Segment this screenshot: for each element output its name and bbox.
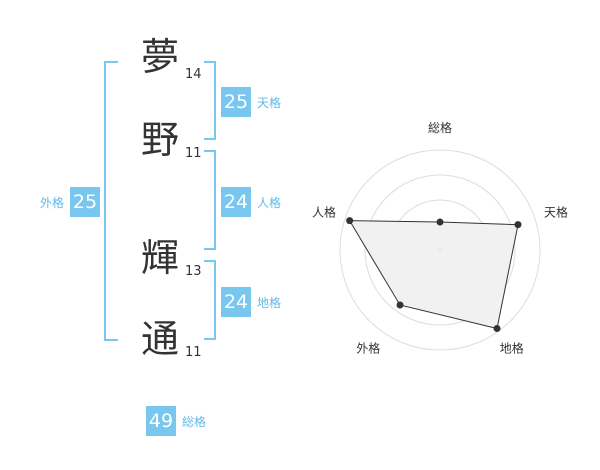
radar-axis-label-1: 総格 [428,120,452,135]
radar-axis-label-5: 人格 [312,204,336,219]
soukaku-badge: 49 総格 [146,406,206,436]
tenkaku-bracket [204,61,216,140]
chikaku-value: 24 [221,287,251,317]
jinkaku-value: 24 [221,187,251,217]
jinkaku-badge: 24 人格 [221,187,281,217]
gaikaku-value: 25 [70,187,101,217]
radar-axis-label-4: 外格 [356,341,380,356]
stroke-count-3: 13 [185,264,202,279]
radar-point-5 [346,217,354,225]
jinkaku-bracket [204,150,216,250]
gaikaku-bracket [104,61,118,341]
stroke-count-4: 11 [185,345,202,360]
radar-axis-label-2: 天格 [544,204,568,219]
stroke-count-1: 14 [185,67,202,82]
tenkaku-label: 天格 [257,95,282,110]
name-char-2: 野 [141,118,180,162]
soukaku-value: 49 [146,406,176,436]
jinkaku-label: 人格 [257,195,282,210]
gaikaku-badge: 外格 25 [40,187,101,217]
tenkaku-value: 25 [221,87,251,117]
radar-point-2 [514,221,522,229]
chikaku-label: 地格 [257,295,282,310]
chikaku-badge: 24 地格 [221,287,281,317]
name-char-4: 通 [141,317,180,361]
name-char-3: 輝 [141,236,180,280]
radar-grid-ring-3 [364,174,516,326]
gaikaku-label: 外格 [40,195,65,210]
radar-point-3 [493,324,501,332]
chikaku-bracket [204,260,216,340]
tenkaku-badge: 25 天格 [221,87,281,117]
radar-point-4 [396,301,404,309]
stroke-count-2: 11 [185,146,202,161]
name-char-1: 夢 [141,35,180,79]
radar-axis-label-3: 地格 [500,341,524,356]
radar-grid-ring-4 [339,149,541,351]
radar-value-polygon [348,220,519,330]
soukaku-label: 総格 [182,414,207,429]
radar-point-1 [436,218,444,226]
